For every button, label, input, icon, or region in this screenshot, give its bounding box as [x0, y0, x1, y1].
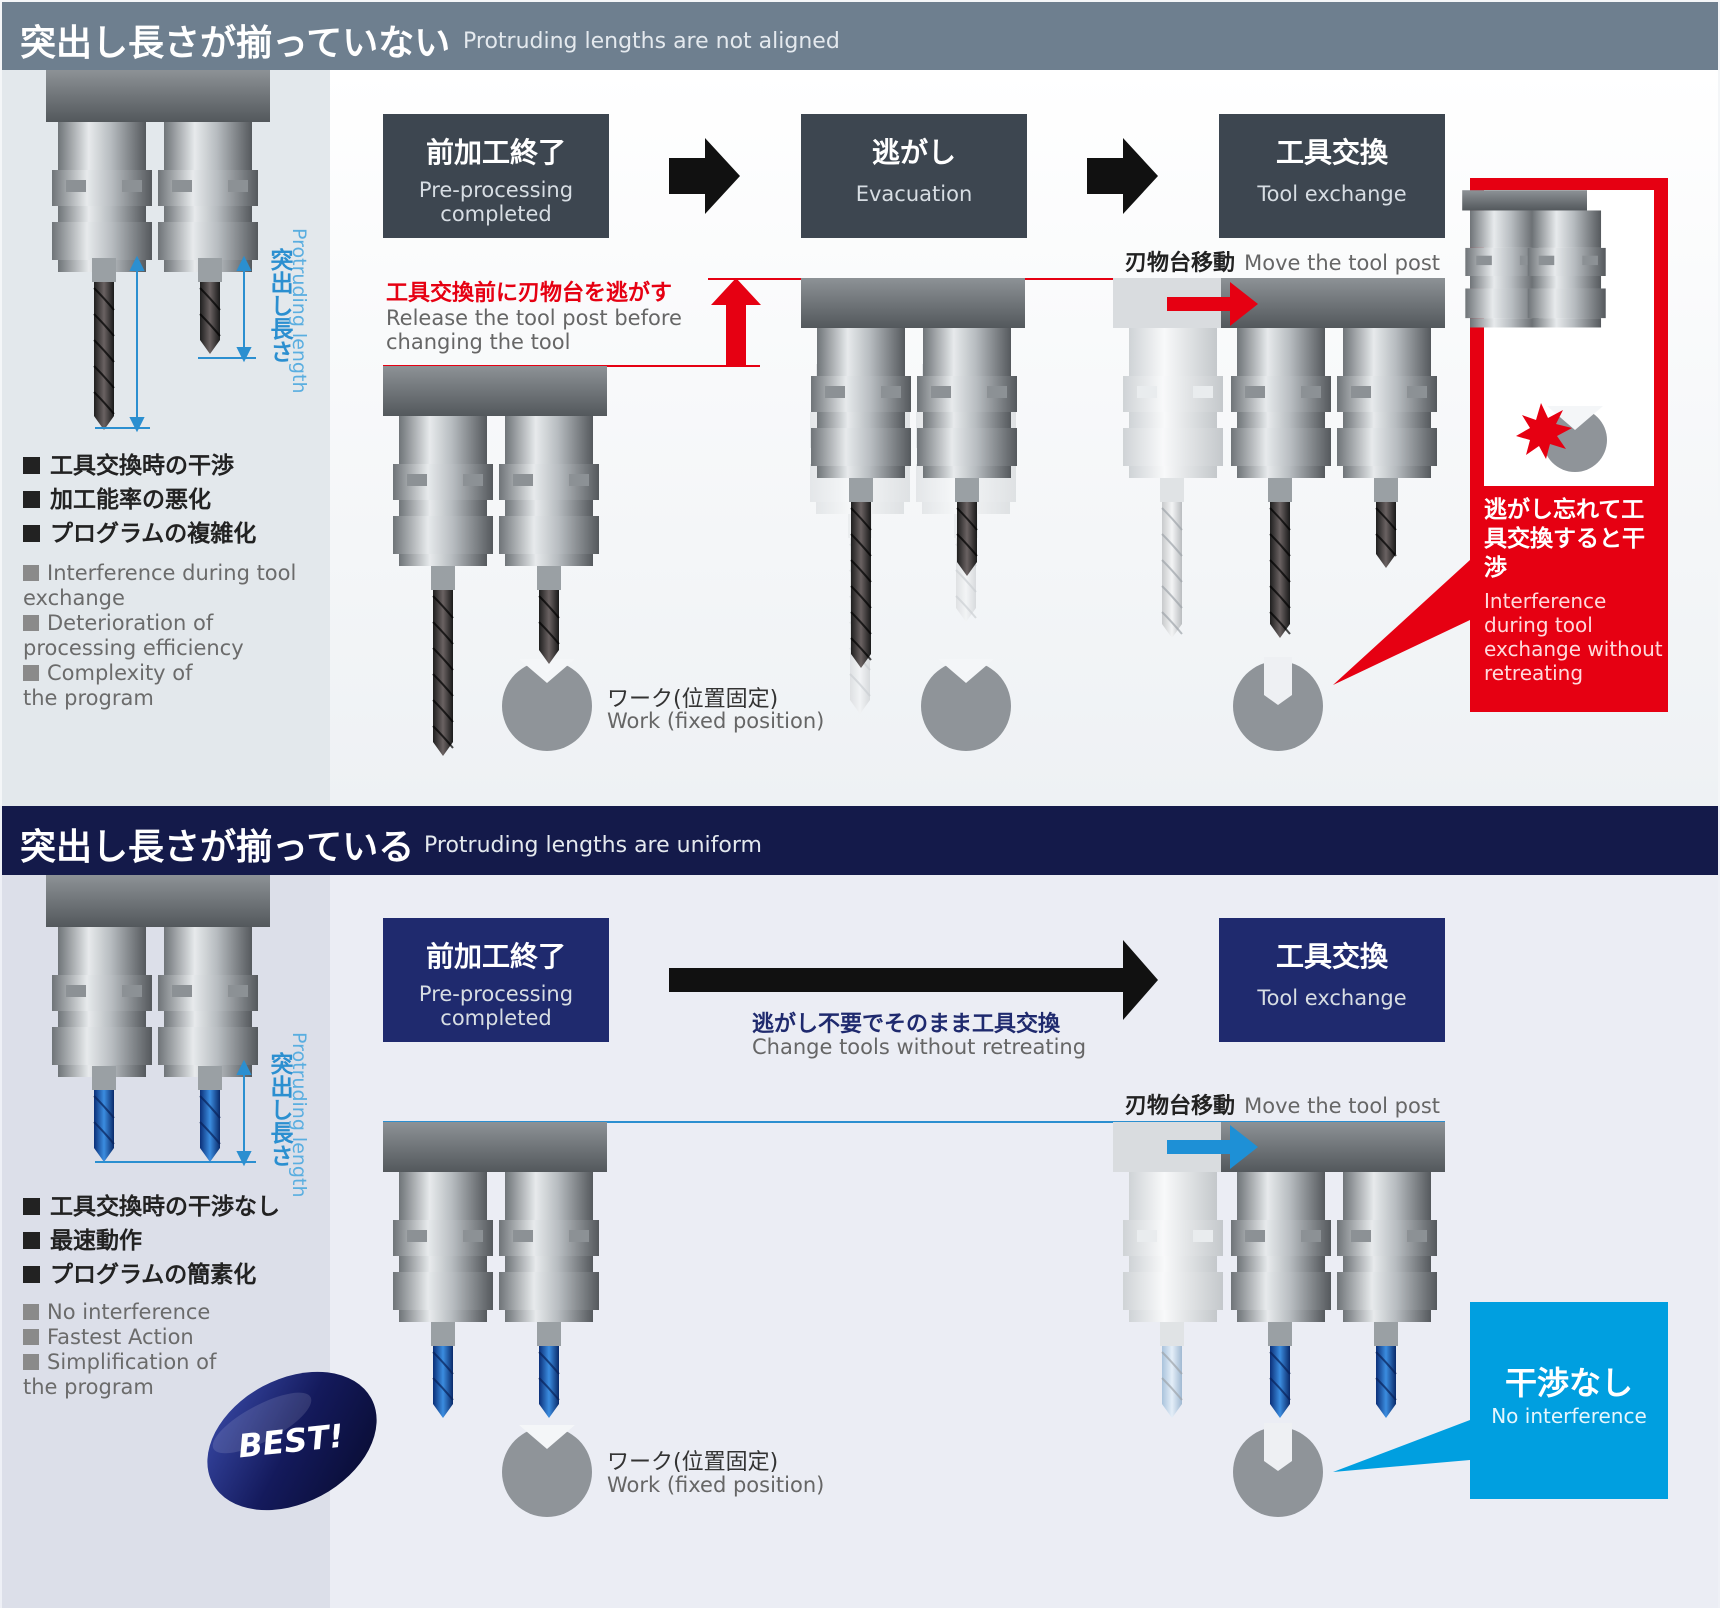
- bottom-header-bar: [2, 806, 1718, 875]
- bottom-work-label-jp: ワーク(位置固定): [607, 1450, 779, 1475]
- step-box-evacuation: 逃がし Evacuation: [855, 136, 973, 206]
- bottom-bullet-en-2: Fastest Action: [23, 1325, 303, 1350]
- top-bullet-en-2: Deterioration of processing efficiency: [23, 611, 244, 660]
- bottom-step-box-tool-exchange: 工具交換 Tool exchange: [1257, 940, 1407, 1010]
- top-bullet-jp-1: 工具交換時の干渉: [23, 446, 234, 480]
- top-protrude-label-jp: 突出し長さ: [266, 248, 292, 363]
- bottom-bullet-jp-2: 最速動作: [23, 1221, 142, 1255]
- top-work-label-jp: ワーク(位置固定): [607, 687, 779, 712]
- bottom-protrude-label-jp: 突出し長さ: [266, 1052, 292, 1167]
- warning-label-en: Interference during tool exchange withou…: [1484, 589, 1663, 685]
- bottom-bullet-jp-1: 工具交換時の干渉なし: [23, 1187, 280, 1221]
- result-label-en: No interference: [1491, 1404, 1647, 1428]
- bottom-bullet-en-1: No interference: [23, 1300, 303, 1325]
- top-bullet-en-1: Interference during tool exchange: [23, 561, 297, 610]
- top-header-bar: [2, 2, 1718, 70]
- top-move-label: 刃物台移動 Move the tool post: [1125, 251, 1441, 276]
- top-bullet-jp-3: プログラムの複雑化: [23, 514, 256, 548]
- bottom-step-box-pre-processing: 前加工終了 Pre-processing completed: [418, 940, 574, 1030]
- release-label-en: Release the tool post before changing th…: [386, 306, 682, 354]
- step-box-tool-exchange: 工具交換 Tool exchange: [1257, 136, 1407, 206]
- top-bullet-en-3: Complexity of the program: [23, 661, 193, 710]
- top-protrude-label-en: Protruding length: [288, 228, 310, 394]
- change-label-en: Change tools without retreating: [752, 1035, 1087, 1059]
- bottom-work-label-en: Work (fixed position): [607, 1473, 825, 1497]
- bottom-bullet-en-3: Simplification of the program: [23, 1350, 217, 1399]
- top-header-subtitle: Protruding lengths are not aligned: [463, 29, 840, 54]
- change-label-jp: 逃がし不要でそのまま工具交換: [752, 1012, 1061, 1037]
- warning-label-jp: 逃がし忘れて工具交換すると干渉: [1484, 497, 1645, 581]
- release-label-jp: 工具交換前に刃物台を逃がす: [386, 281, 673, 306]
- result-label-jp: 干渉なし: [1504, 1364, 1633, 1402]
- top-bullet-jp-2: 加工能率の悪化: [23, 480, 211, 514]
- bottom-bullet-jp-3: プログラムの簡素化: [23, 1255, 256, 1289]
- bottom-move-label: 刃物台移動 Move the tool post: [1125, 1094, 1441, 1119]
- top-header-title: 突出し長さが揃っていない: [20, 23, 451, 64]
- top-work-label-en: Work (fixed position): [607, 709, 825, 733]
- bottom-header-subtitle: Protruding lengths are uniform: [424, 833, 762, 858]
- bottom-header-title: 突出し長さが揃っている: [20, 827, 415, 868]
- bottom-protrude-label-en: Protruding length: [288, 1032, 310, 1198]
- step-box-pre-processing: 前加工終了 Pre-processing completed: [418, 136, 574, 226]
